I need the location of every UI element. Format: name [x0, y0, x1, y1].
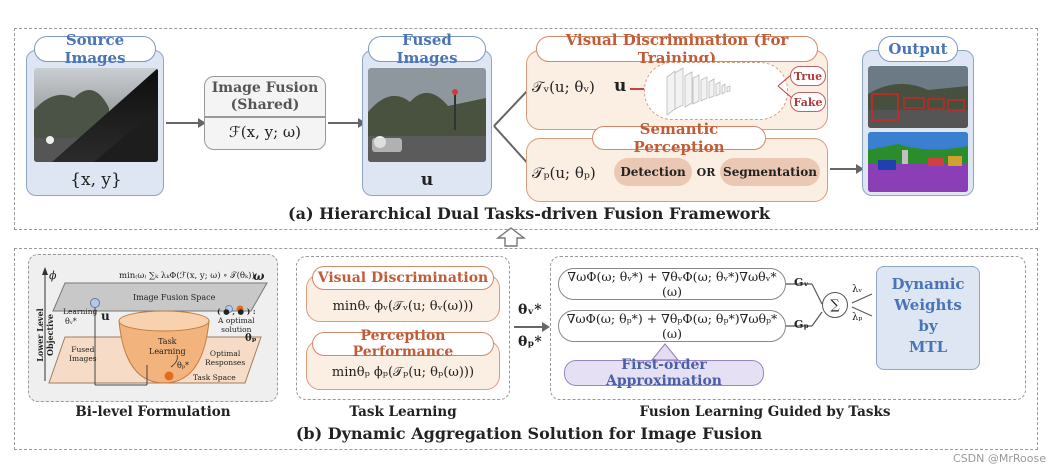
- bilevel-optimal-note-line1: ( ● , ● ) :: [217, 307, 256, 316]
- or-label: OR: [696, 165, 716, 179]
- bilevel-caption: Bi-level Formulation: [75, 404, 231, 420]
- bilevel-fused-images: Fused Images: [69, 345, 97, 363]
- arrow-task-to-fusion: [514, 322, 550, 332]
- gradient-arrows: [786, 283, 823, 327]
- bilevel-u: u: [101, 309, 110, 323]
- segmentation-chip: Segmentation: [720, 158, 820, 186]
- fake-tag: Fake: [790, 92, 826, 112]
- bilevel-optimal-responses-line1: Optimal: [209, 349, 241, 358]
- bilevel-fused-images-line2: Images: [69, 354, 97, 363]
- arrow-to-output: [830, 164, 864, 174]
- bilevel-space-label: Image Fusion Space: [133, 293, 216, 302]
- dynamic-weights-label: Dynamic Weights by MTL: [876, 274, 980, 358]
- first-order-label: First-order Approximation: [564, 357, 764, 389]
- bilevel-fused-images-line1: Fused: [71, 345, 95, 354]
- bilevel-theta-v-star: θᵥ*: [65, 317, 77, 326]
- theta-v-star-label: θᵥ*: [518, 302, 542, 318]
- gradient-p-formula: ∇ωΦ(ω; θₚ*) + ∇θₚΦ(ω; θₚ*)∇ωθₚ*(ω): [558, 310, 786, 342]
- source-images-title: Source Images: [34, 31, 156, 67]
- arrow-source-to-fusion: [166, 118, 206, 128]
- sum-node: ∑: [822, 292, 848, 318]
- dynamic-weights-line2: Weights: [894, 296, 962, 314]
- bilevel-task-learning: Task Learning: [149, 337, 186, 357]
- bilevel-upper-formula: min₍ω₎ ∑ₖ λₖΦ(ℱ(x, y; ω) ∘ 𝒯(θₖ)): [119, 271, 255, 281]
- bilevel-task-learning-line2: Learning: [149, 347, 186, 356]
- output-title: Output: [878, 36, 958, 62]
- source-images-label: {x, y}: [70, 170, 122, 190]
- g-v-label: Gᵥ: [794, 276, 809, 289]
- discriminator-output-lines: [777, 73, 793, 99]
- bilevel-omega: ω: [253, 269, 265, 283]
- dynamic-weights-line1: Dynamic: [891, 275, 965, 293]
- bilevel-figure: min₍ω₎ ∑ₖ λₖΦ(ℱ(x, y; ω) ∘ 𝒯(θₖ)) ω ϕ Im…: [28, 254, 278, 402]
- fused-image: [368, 68, 486, 162]
- discriminator-network: [644, 62, 788, 120]
- up-arrow: [496, 227, 526, 247]
- semantic-perception-formula: 𝒯ₚ(u; θₚ): [532, 164, 596, 182]
- dynamic-weights-line3: by: [918, 317, 938, 335]
- fusion-learning-panel: [550, 256, 1026, 400]
- bilevel-optimal-responses-line2: Responses: [205, 358, 246, 367]
- vd-formula: minθᵥ ϕᵥ(𝒯ᵥ(u; θᵥ(ω))): [332, 298, 474, 314]
- image-fusion-title-line2: (Shared): [230, 97, 300, 113]
- bilevel-task-space: Task Space: [193, 373, 236, 382]
- bilevel-phi: ϕ: [49, 269, 57, 282]
- detection-chip: Detection: [614, 158, 692, 186]
- image-fusion-title: Image Fusion (Shared): [204, 80, 326, 114]
- bilevel-theta-p: θₚ: [245, 333, 257, 344]
- g-p-label: Gₚ: [794, 318, 809, 331]
- bilevel-lower-axis: Lower Level Objective: [35, 308, 55, 362]
- theta-p-star-label: θₚ*: [518, 334, 542, 350]
- bilevel-optimal-note: ( ● , ● ) : A optimal solution: [217, 307, 256, 334]
- image-fusion-divider: [204, 116, 326, 118]
- visual-discrimination-formula: 𝒯ᵥ(u; θᵥ): [532, 78, 595, 96]
- image-fusion-title-line1: Image Fusion: [211, 80, 319, 96]
- watermark: CSDN @MrRoose: [953, 452, 1046, 465]
- fused-images-title: Fused Images: [368, 31, 486, 67]
- bilevel-optimal-note-line2: A optimal: [218, 316, 255, 325]
- bilevel-learning: Learning: [63, 307, 98, 316]
- task-learning-panel: [296, 256, 510, 400]
- bilevel-task-learning-line1: Task: [158, 337, 177, 346]
- visual-discrimination-input: u: [614, 76, 627, 96]
- pp-title: Perception Performance: [312, 328, 494, 360]
- lambda-v-label: λᵥ: [852, 284, 863, 295]
- task-learning-caption: Task Learning: [349, 404, 457, 420]
- image-fusion-formula: ℱ(x, y; ω): [228, 123, 302, 141]
- dynamic-weights-box: [876, 266, 980, 370]
- image-fusion-box: [204, 76, 326, 150]
- bilevel-optimal-responses: Optimal Responses: [205, 349, 245, 367]
- source-image-pair: [34, 68, 158, 162]
- bilevel-theta-p-star: θₚ*: [177, 361, 190, 370]
- framework-caption: (a) Hierarchical Dual Tasks-driven Fusio…: [288, 204, 770, 223]
- fusion-learning-caption: Fusion Learning Guided by Tasks: [639, 404, 891, 420]
- visual-discrimination-title: Visual Discrimination (For Training): [536, 31, 818, 67]
- vd-title: Visual Discrimination: [312, 266, 494, 290]
- output-segmentation-image: [868, 132, 968, 192]
- lambda-arrows: [851, 293, 873, 317]
- true-tag: True: [790, 66, 826, 86]
- aggregation-caption: (b) Dynamic Aggregation Solution for Ima…: [295, 424, 763, 443]
- semantic-perception-title: Semantic Perception: [592, 120, 766, 156]
- lambda-p-label: λₚ: [852, 312, 863, 323]
- output-detection-image: [868, 66, 968, 128]
- dynamic-weights-line4: MTL: [908, 338, 948, 356]
- bilevel-optimal-note-line3: solution: [221, 325, 252, 334]
- pp-formula: minθₚ ϕₚ(𝒯ₚ(u; θₚ(ω))): [331, 364, 475, 380]
- gradient-v-formula: ∇ωΦ(ω; θᵥ*) + ∇θᵥΦ(ω; θᵥ*)∇ωθᵥ*(ω): [558, 268, 786, 300]
- fused-images-label: u: [420, 170, 434, 190]
